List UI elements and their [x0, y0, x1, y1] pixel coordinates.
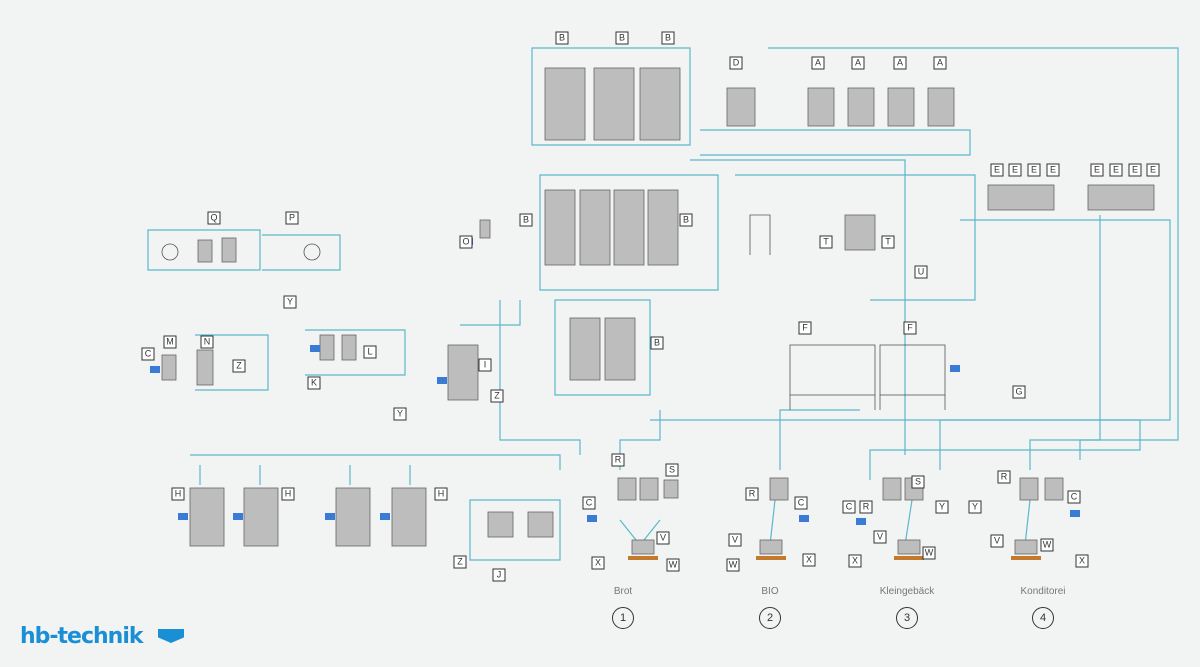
equipment-label-b: B — [519, 213, 533, 227]
equipment-label-b: B — [650, 336, 664, 350]
equipment-label-h: H — [281, 487, 295, 501]
section-name: Konditorei — [1020, 586, 1066, 597]
equipment-label-t: T — [881, 235, 895, 249]
equipment-label-v: V — [990, 534, 1004, 548]
equipment-label-a: A — [893, 56, 907, 70]
equipment-label-x: X — [848, 554, 862, 568]
equipment-label-b: B — [661, 31, 675, 45]
equipment-label-z: Z — [453, 555, 467, 569]
equipment-label-e: E — [1027, 163, 1041, 177]
equipment-label-c: C — [794, 496, 808, 510]
tanks — [161, 67, 1155, 555]
equipment-label-e: E — [1008, 163, 1022, 177]
equipment-label-v: V — [656, 531, 670, 545]
equipment-label-x: X — [591, 556, 605, 570]
equipment-label-q: Q — [207, 211, 221, 225]
section-number: 1 — [612, 607, 634, 629]
equipment-label-d: D — [729, 56, 743, 70]
equipment-label-b: B — [555, 31, 569, 45]
brand-logo-mark — [158, 629, 184, 643]
equipment-label-r: R — [745, 487, 759, 501]
equipment-label-e: E — [1128, 163, 1142, 177]
pipes — [147, 47, 1179, 561]
equipment-label-v: V — [873, 530, 887, 544]
equipment-label-w: W — [922, 546, 936, 560]
equipment-label-x: X — [802, 553, 816, 567]
equipment-label-a: A — [851, 56, 865, 70]
equipment-label-c: C — [1067, 490, 1081, 504]
equipment-label-o: O — [459, 235, 473, 249]
section-number: 4 — [1032, 607, 1054, 629]
section-name: Brot — [613, 586, 633, 597]
brand-logo: hb-technik — [20, 624, 144, 649]
equipment-label-p: P — [285, 211, 299, 225]
equipment-label-c: C — [582, 496, 596, 510]
equipment-label-b: B — [615, 31, 629, 45]
equipment-label-f: F — [903, 321, 917, 335]
equipment-label-w: W — [1040, 538, 1054, 552]
equipment-label-y: Y — [283, 295, 297, 309]
equipment-label-a: A — [933, 56, 947, 70]
equipment-label-e: E — [1146, 163, 1160, 177]
equipment-label-r: R — [859, 500, 873, 514]
equipment-label-i: I — [478, 358, 492, 372]
section-name: Kleingebäck — [879, 586, 935, 597]
equipment-label-v: V — [728, 533, 742, 547]
equipment-label-e: E — [1046, 163, 1060, 177]
equipment-label-w: W — [666, 558, 680, 572]
equipment-label-r: R — [611, 453, 625, 467]
section-name: BIO — [761, 586, 779, 597]
equipment-label-e: E — [1109, 163, 1123, 177]
equipment-label-w: W — [726, 558, 740, 572]
equipment-label-u: U — [914, 265, 928, 279]
equipment-label-x: X — [1075, 554, 1089, 568]
equipment-label-h: H — [171, 487, 185, 501]
equipment-label-s: S — [665, 463, 679, 477]
equipment-label-b: B — [679, 213, 693, 227]
equipment-label-m: M — [163, 335, 177, 349]
equipment-label-f: F — [798, 321, 812, 335]
control-panels — [150, 238, 1080, 525]
equipment-label-g: G — [1012, 385, 1026, 399]
equipment-label-l: L — [363, 345, 377, 359]
equipment-label-n: N — [200, 335, 214, 349]
equipment-label-c: C — [842, 500, 856, 514]
equipment-label-y: Y — [968, 500, 982, 514]
equipment-label-e: E — [990, 163, 1004, 177]
section-number: 3 — [896, 607, 918, 629]
equipment-label-e: E — [1090, 163, 1104, 177]
equipment-label-y: Y — [393, 407, 407, 421]
scale-bases — [628, 556, 1041, 560]
equipment-label-y: Y — [935, 500, 949, 514]
equipment-label-a: A — [811, 56, 825, 70]
equipment-label-h: H — [434, 487, 448, 501]
frames — [161, 214, 946, 410]
equipment-label-k: K — [307, 376, 321, 390]
equipment-label-j: J — [492, 568, 506, 582]
equipment-label-s: S — [911, 475, 925, 489]
equipment-label-t: T — [819, 235, 833, 249]
section-number: 2 — [759, 607, 781, 629]
equipment-label-r: R — [997, 470, 1011, 484]
equipment-label-z: Z — [490, 389, 504, 403]
equipment-label-z: Z — [232, 359, 246, 373]
equipment-label-c: C — [141, 347, 155, 361]
